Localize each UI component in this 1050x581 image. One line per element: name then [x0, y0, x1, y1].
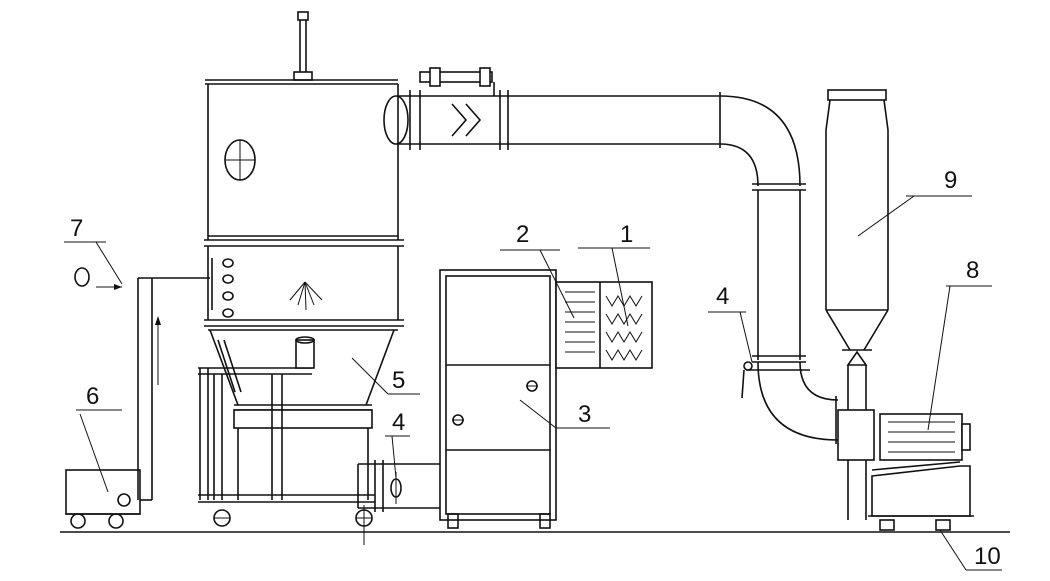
- label-4-upper: 4: [716, 283, 729, 310]
- label-10: 10: [974, 543, 1001, 570]
- label-1: 1: [620, 221, 633, 248]
- fluid-bed-tower: [198, 11, 404, 545]
- filter-section: [555, 281, 653, 369]
- air-inlet-icon: [74, 267, 90, 287]
- label-8: 8: [966, 257, 979, 284]
- air-inlet-duct: [74, 267, 210, 501]
- label-4-lower: 4: [392, 409, 405, 436]
- label-2: 2: [516, 221, 529, 248]
- label-5: 5: [392, 367, 405, 394]
- label-6: 6: [86, 383, 99, 410]
- leader-lines: [64, 195, 1002, 571]
- fan-motor: [837, 409, 974, 531]
- label-7: 7: [70, 215, 83, 242]
- exhaust-duct: [383, 67, 839, 444]
- heat-exchanger-cabinet: [357, 269, 557, 529]
- label-3: 3: [578, 401, 591, 428]
- label-9: 9: [944, 167, 957, 194]
